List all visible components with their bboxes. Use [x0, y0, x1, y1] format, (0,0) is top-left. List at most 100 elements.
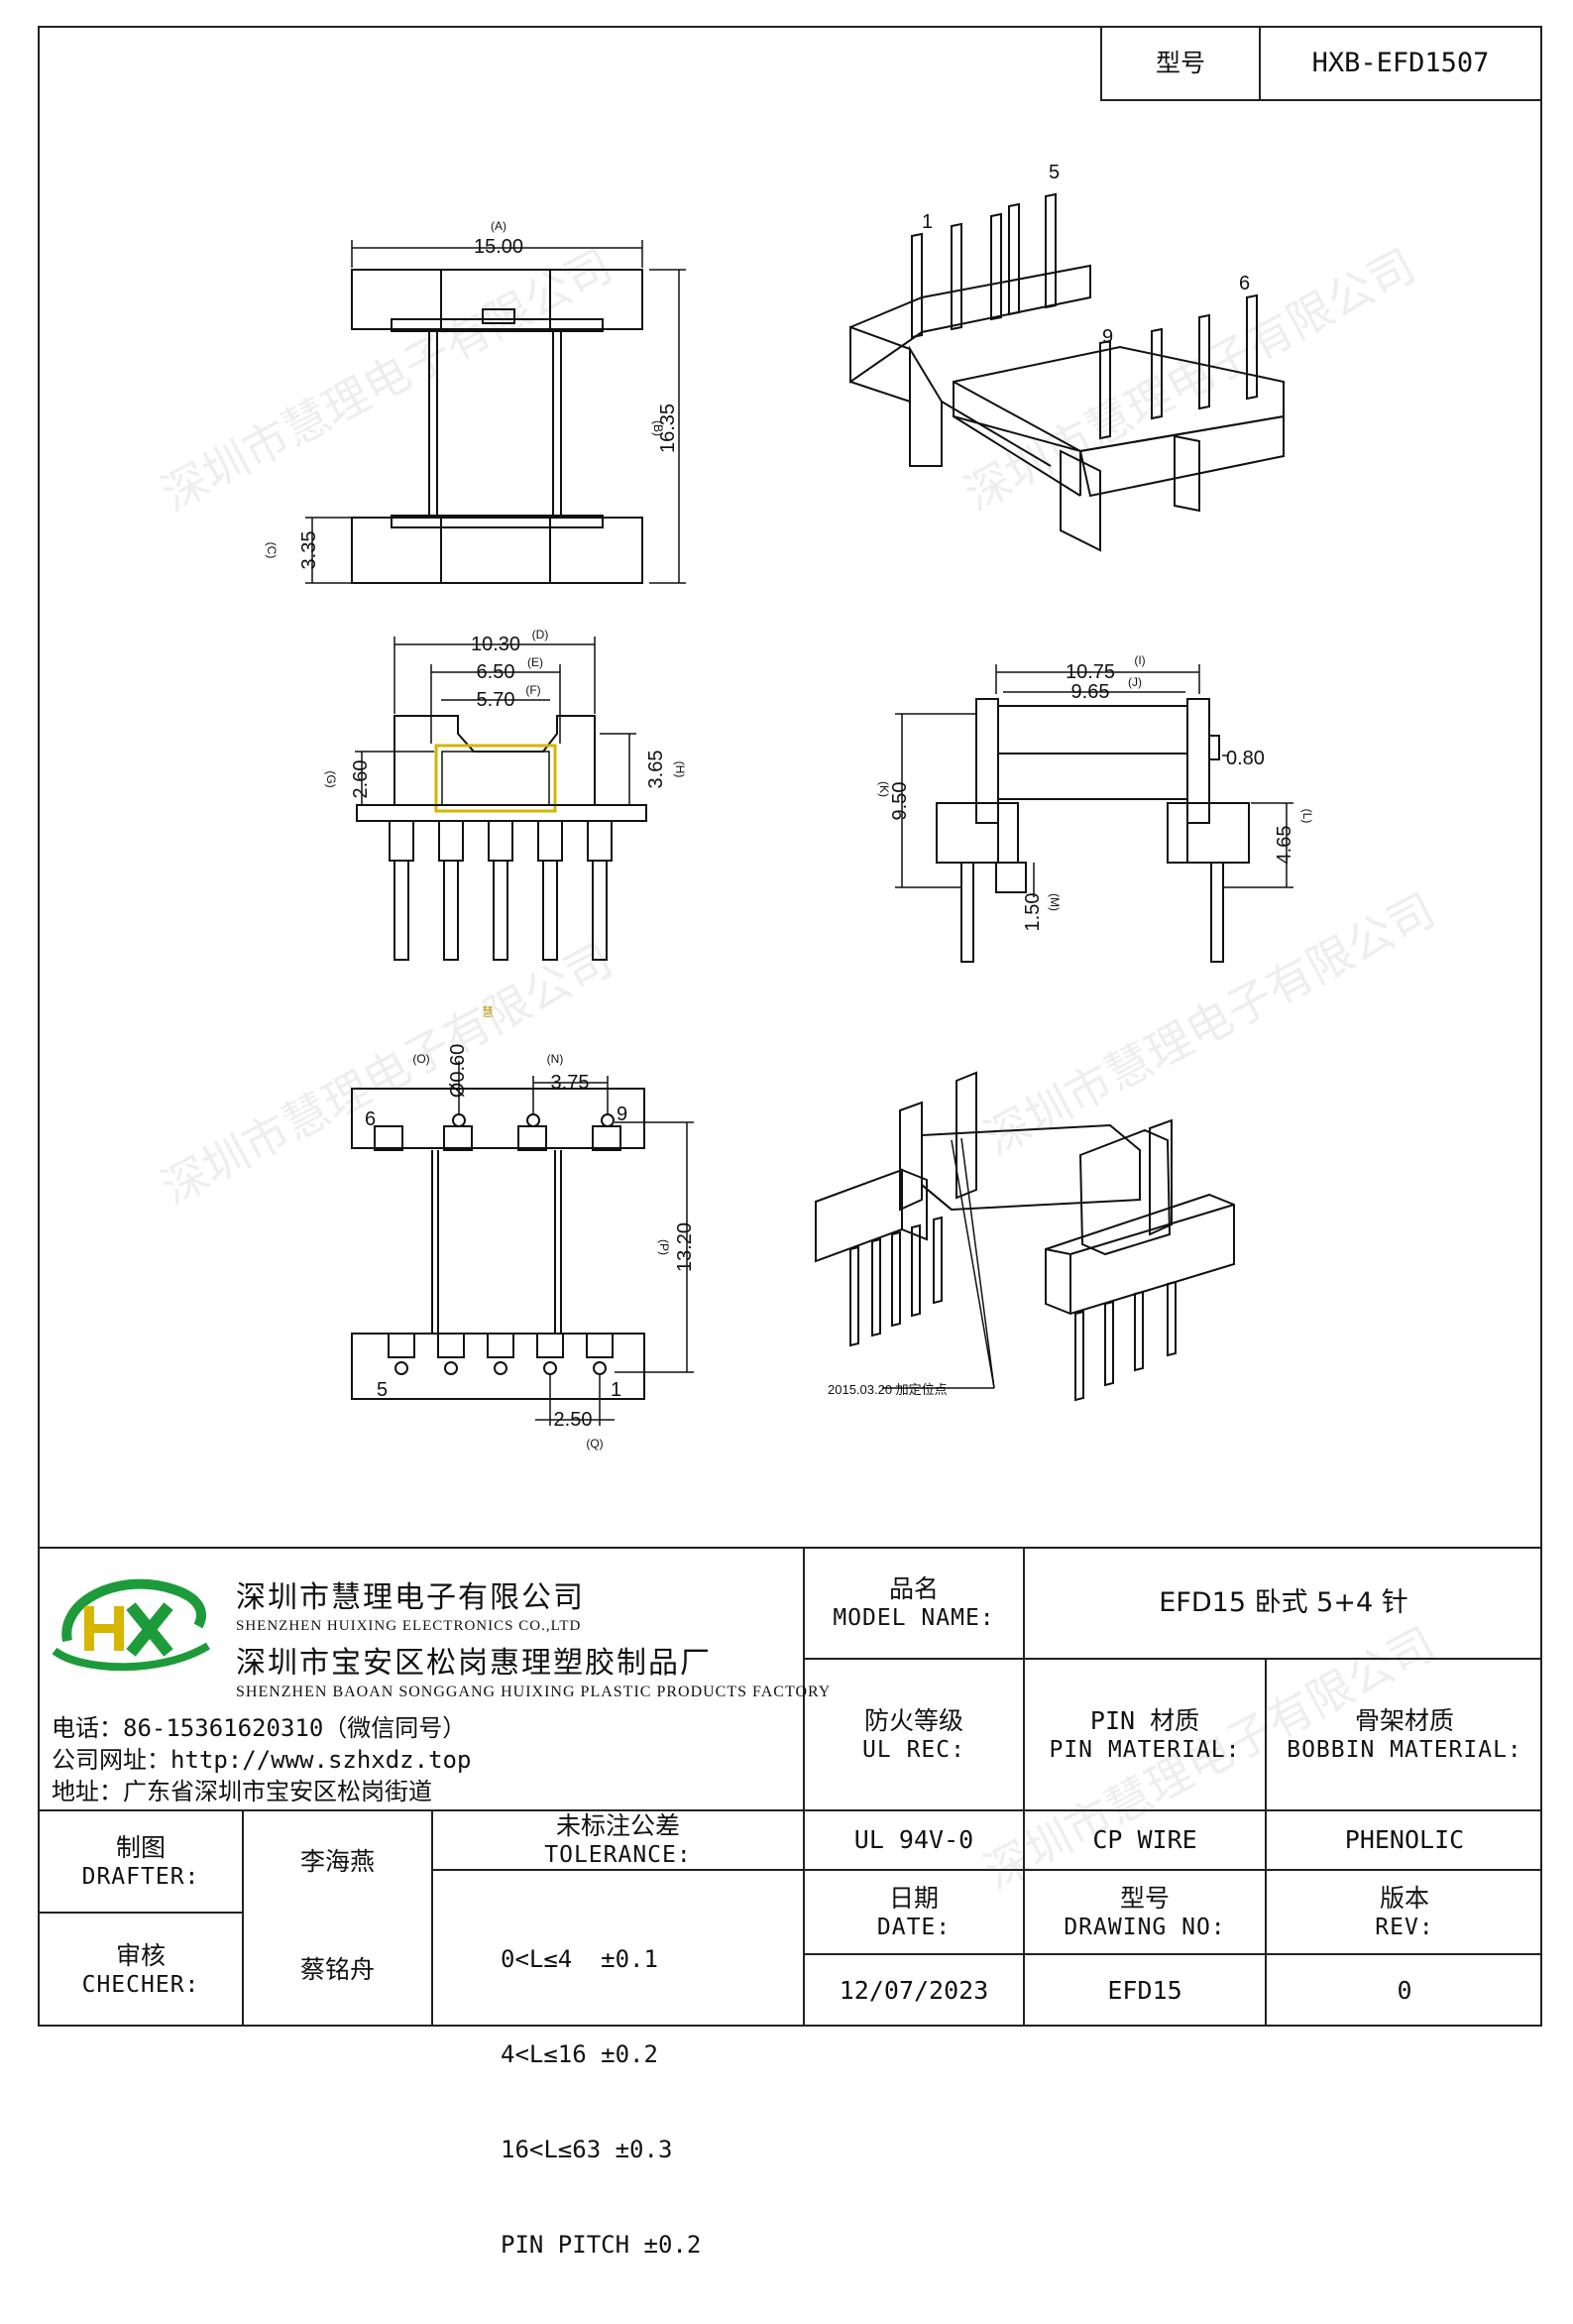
checker-en: CHECHER: [81, 1972, 200, 1999]
tolerance-line: 0<L≤4 ±0.1 [501, 1945, 658, 1973]
bobbin-material-cn: 骨架材质 [1354, 1705, 1454, 1735]
fire-rating-label: 防火等级 UL REC: [805, 1660, 1023, 1809]
dim-b-tag: (B) [651, 420, 665, 436]
checker-cn: 审核 [115, 1941, 166, 1970]
pin-material-value: CP WIRE [1092, 1825, 1197, 1855]
company-website: 公司网址：http://www.szhxdz.top [52, 1746, 472, 1774]
dim-k-tag: (K) [877, 781, 891, 797]
date-en: DATE: [876, 1914, 952, 1940]
company-name-en-2: SHENZHEN BAOAN SONGGANG HUIXING PLASTIC … [236, 1684, 832, 1700]
dim-h-value: 3.65 [645, 751, 667, 789]
top-view: (A) 15.00 16.35 (B) 3.35 (C) [265, 219, 686, 584]
company-name-cn-1: 深圳市慧理电子有限公司 [236, 1580, 585, 1615]
iso-note: 2015.03.20 加定位点 [828, 1382, 948, 1397]
pin-material-en: PIN MATERIAL: [1049, 1736, 1241, 1763]
drawing-no-en: DRAWING NO: [1064, 1914, 1226, 1940]
dim-g-tag: (G) [324, 770, 338, 787]
fire-rating-value: UL 94V-0 [853, 1825, 974, 1855]
model-name-label: 品名 MODEL NAME: [805, 1549, 1023, 1658]
tolerance-line: PIN PITCH ±0.2 [501, 2231, 702, 2259]
company-phone: 电话：86-15361620310（微信同号） [52, 1714, 467, 1742]
dim-f-value: 5.70 [477, 689, 515, 711]
drawing-no-label: 型号 DRAWING NO: [1025, 1871, 1265, 1953]
header-model-label: 型号 [1155, 49, 1205, 78]
company-address: 地址：广东省深圳市宝安区松岗街道 [52, 1778, 432, 1805]
stray-mark: 慧 [482, 1004, 494, 1019]
dim-c-value: 3.35 [298, 531, 320, 570]
iso-view-bottom: 2015.03.20 加定位点 [815, 1071, 1235, 1402]
drafter-cn: 制图 [115, 1832, 166, 1862]
tolerance-cn: 未标注公差 [555, 1811, 680, 1840]
iso-view-top: 1 5 6 9 [849, 162, 1285, 552]
iso-pin-1: 1 [922, 211, 933, 233]
bottom-pin-9: 9 [617, 1104, 627, 1125]
rev-label: 版本 REV: [1267, 1871, 1542, 1953]
rev-value: 0 [1397, 1976, 1412, 2006]
dim-080: 0.80 [1226, 748, 1265, 769]
dim-p-value: 13.20 [674, 1222, 696, 1272]
tolerance-line: 4<L≤16 ±0.2 [501, 2040, 658, 2068]
dim-l-tag: (L) [1300, 809, 1314, 824]
tolerance-line: 16<L≤63 ±0.3 [501, 2136, 673, 2163]
dim-a-value: 15.00 [474, 236, 523, 258]
date-value: 12/07/2023 [839, 1976, 989, 2006]
date-label: 日期 DATE: [805, 1871, 1023, 1953]
model-name-cn: 品名 [888, 1574, 939, 1603]
rev-cn: 版本 [1379, 1883, 1429, 1913]
dim-k-value: 9.50 [889, 782, 911, 821]
dim-d-value: 10.30 [471, 634, 520, 655]
dim-i-value: 10.75 [1066, 661, 1115, 683]
technical-drawing: (A) 15.00 16.35 (B) 3.35 (C) 1 5 [265, 162, 1314, 1451]
iso-pin-6: 6 [1239, 273, 1250, 294]
dim-c-tag: (C) [265, 542, 279, 559]
dim-g-value: 2.60 [350, 760, 372, 799]
dim-b-value: 16.35 [657, 404, 679, 453]
checker-value: 蔡铭舟 [299, 1955, 375, 1985]
dim-i-tag: (I) [1134, 653, 1145, 667]
pin-material-label: PIN 材质 PIN MATERIAL: [1025, 1660, 1265, 1809]
dim-f-tag: (F) [525, 683, 540, 697]
dim-o-tag: (O) [412, 1052, 429, 1066]
drawing-no-value: EFD15 [1107, 1976, 1182, 2006]
fire-rating-cn: 防火等级 [863, 1705, 963, 1735]
bottom-pin-5: 5 [377, 1379, 388, 1401]
bobbin-material-en: BOBBIN MATERIAL: [1287, 1736, 1522, 1763]
dim-m-value: 1.50 [1022, 893, 1044, 932]
drawing-frame [38, 26, 1542, 2027]
fire-rating-en: UL REC: [862, 1736, 965, 1763]
side-view: 10.75 (I) 9.65 (J) 0.80 9.50 (K) 4.65 (L… [877, 653, 1314, 963]
drafter-en: DRAFTER: [81, 1863, 200, 1890]
dim-m-tag: (M) [1048, 893, 1062, 911]
bottom-pin-1: 1 [611, 1379, 621, 1401]
header-model-value: HXB-EFD1507 [1311, 48, 1490, 79]
dim-h-tag: (H) [673, 761, 687, 778]
dim-l-value: 4.65 [1274, 826, 1295, 865]
bobbin-material-value: PHENOLIC [1344, 1825, 1465, 1855]
dim-n-value: 3.75 [551, 1072, 590, 1094]
bobbin-material-label: 骨架材质 BOBBIN MATERIAL: [1267, 1660, 1542, 1809]
date-cn: 日期 [888, 1883, 939, 1913]
tolerance-list: 0<L≤4 ±0.1 4<L≤16 ±0.2 16<L≤63 ±0.3 PIN … [501, 1880, 701, 2324]
bottom-pin-6: 6 [365, 1108, 376, 1130]
tolerance-en: TOLERANCE: [544, 1842, 692, 1869]
dim-j-tag: (J) [1128, 675, 1142, 689]
dim-a-tag: (A) [491, 219, 506, 233]
drawing-no-cn: 型号 [1119, 1883, 1170, 1913]
dim-q-tag: (Q) [586, 1437, 603, 1451]
bottom-view: Ø0.60 (O) 3.75 (N) 13.20 (P) 2.50 (Q) 6 … [351, 1044, 696, 1451]
dim-o-value: Ø0.60 [447, 1044, 469, 1098]
model-name-value: EFD15 卧式 5+4 针 [1159, 1587, 1408, 1619]
dim-e-value: 6.50 [477, 661, 515, 683]
dim-p-tag: (P) [657, 1239, 671, 1255]
iso-pin-9: 9 [1102, 326, 1113, 348]
company-name-cn-2: 深圳市宝安区松岗惠理塑胶制品厂 [236, 1646, 712, 1681]
company-name-en-1: SHENZHEN HUIXING ELECTRONICS CO.,LTD [236, 1618, 582, 1634]
checker-label: 审核 CHECHER: [40, 1914, 242, 2027]
dim-j-value: 9.65 [1071, 681, 1110, 703]
hx-logo-icon [52, 1578, 211, 1672]
drafter-label: 制图 DRAFTER: [40, 1811, 242, 1912]
dim-q-value: 2.50 [554, 1409, 593, 1431]
dim-d-tag: (D) [532, 628, 549, 641]
drafter-value: 李海燕 [299, 1846, 375, 1876]
model-name-en: MODEL NAME: [833, 1605, 995, 1632]
